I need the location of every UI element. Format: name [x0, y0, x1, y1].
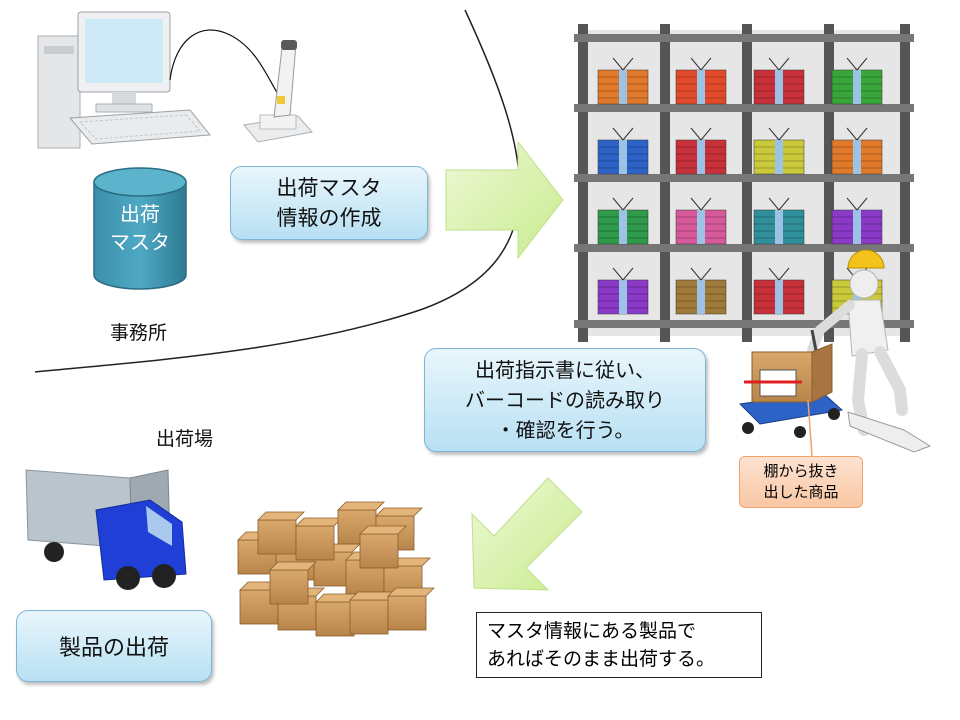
create-master-step: 出荷マスタ 情報の作成 [230, 166, 428, 240]
master-db-label: 出荷 マスタ [110, 202, 170, 254]
database-icon [93, 167, 187, 290]
delivery-truck-icon [25, 469, 187, 590]
flow-arrow-icon [471, 477, 583, 591]
hand-truck-icon [738, 329, 932, 457]
barcode-scanner-icon [243, 40, 313, 143]
worker-icon [807, 249, 908, 436]
region-divider-curve [34, 9, 521, 373]
desktop-computer-icon [37, 11, 283, 149]
scan-barcode-step: 出荷指示書に従い、 バーコードの読み取り ・確認を行う。 [424, 348, 706, 452]
cardboard-boxes-icon [237, 501, 435, 637]
warehouse-rack-icon [574, 24, 914, 342]
shipping-area-label: 出荷場 [156, 428, 214, 450]
office-label: 事務所 [110, 322, 168, 344]
shipping-note: マスタ情報にある製品で あればそのまま出荷する。 [476, 612, 762, 678]
ship-product-step: 製品の出荷 [16, 610, 212, 682]
flow-arrow-icon [445, 140, 564, 260]
picked-item-label: 棚から抜き 出した商品 [739, 456, 863, 508]
